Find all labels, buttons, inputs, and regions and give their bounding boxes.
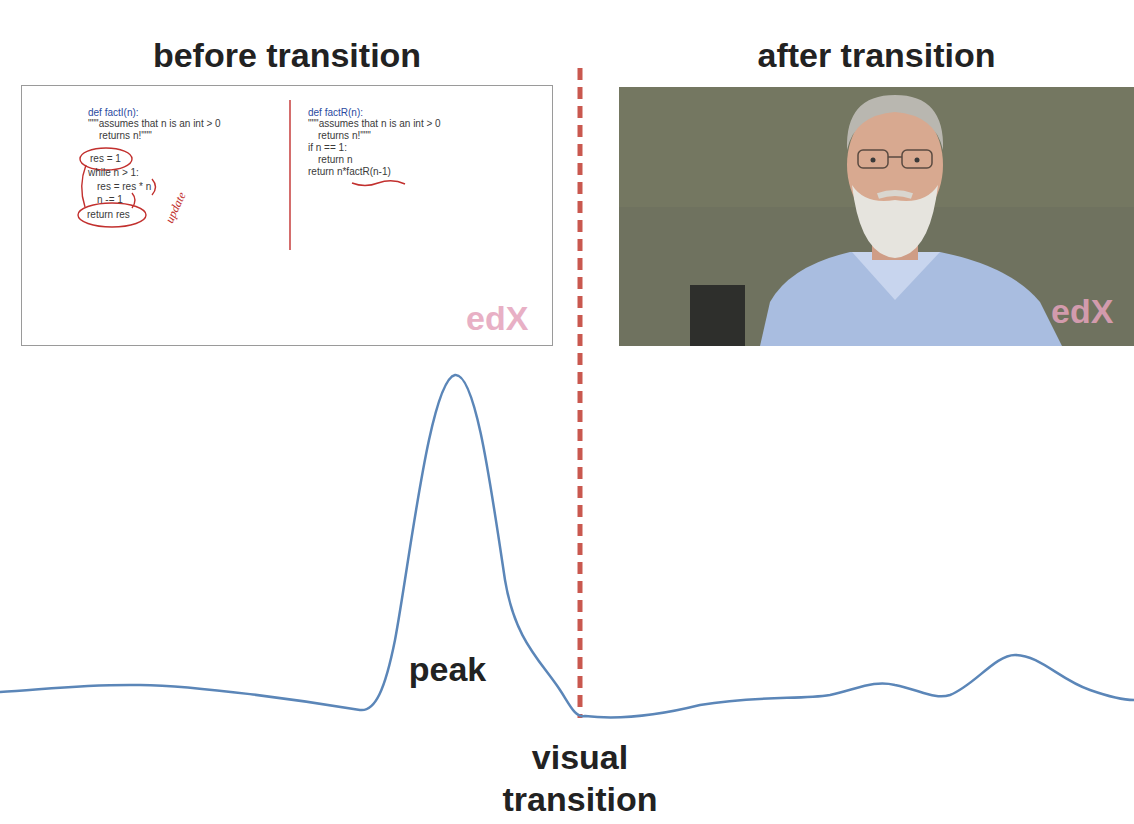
code-line: res = res * n [97,181,151,193]
speaker-photo [619,87,1134,346]
transition-label: visual transition [470,736,690,820]
code-line: return res [87,209,130,221]
handwritten-note: update [162,190,189,226]
panel-heading: after transition [619,36,1134,75]
code-line: res = 1 [90,153,121,165]
slide-panel: before transitiondef factI(n):"""assumes… [21,85,553,346]
code-line: while n > 1: [88,167,139,179]
code-line: """assumes that n is an int > 0 [88,118,221,130]
peak-label: peak [400,648,495,690]
code-line: returns n!""" [99,130,152,142]
code-line: returns n!""" [318,130,371,142]
code-line: n -= 1 [97,194,123,206]
watermark: edX [1051,292,1113,331]
code-line: def factI(n): [88,107,139,119]
video-panel: after transitionedX [619,87,1134,346]
code-line: if n == 1: [308,142,347,154]
code-line: return n [318,154,352,166]
code-line: """assumes that n is an int > 0 [308,118,441,130]
slide-frame [22,86,553,346]
signal-curve [0,375,1134,717]
panel-heading: before transition [21,36,553,75]
code-line: def factR(n): [308,107,363,119]
transition-line [578,68,583,718]
code-line: return n*factR(n-1) [308,166,391,178]
watermark: edX [466,299,528,338]
